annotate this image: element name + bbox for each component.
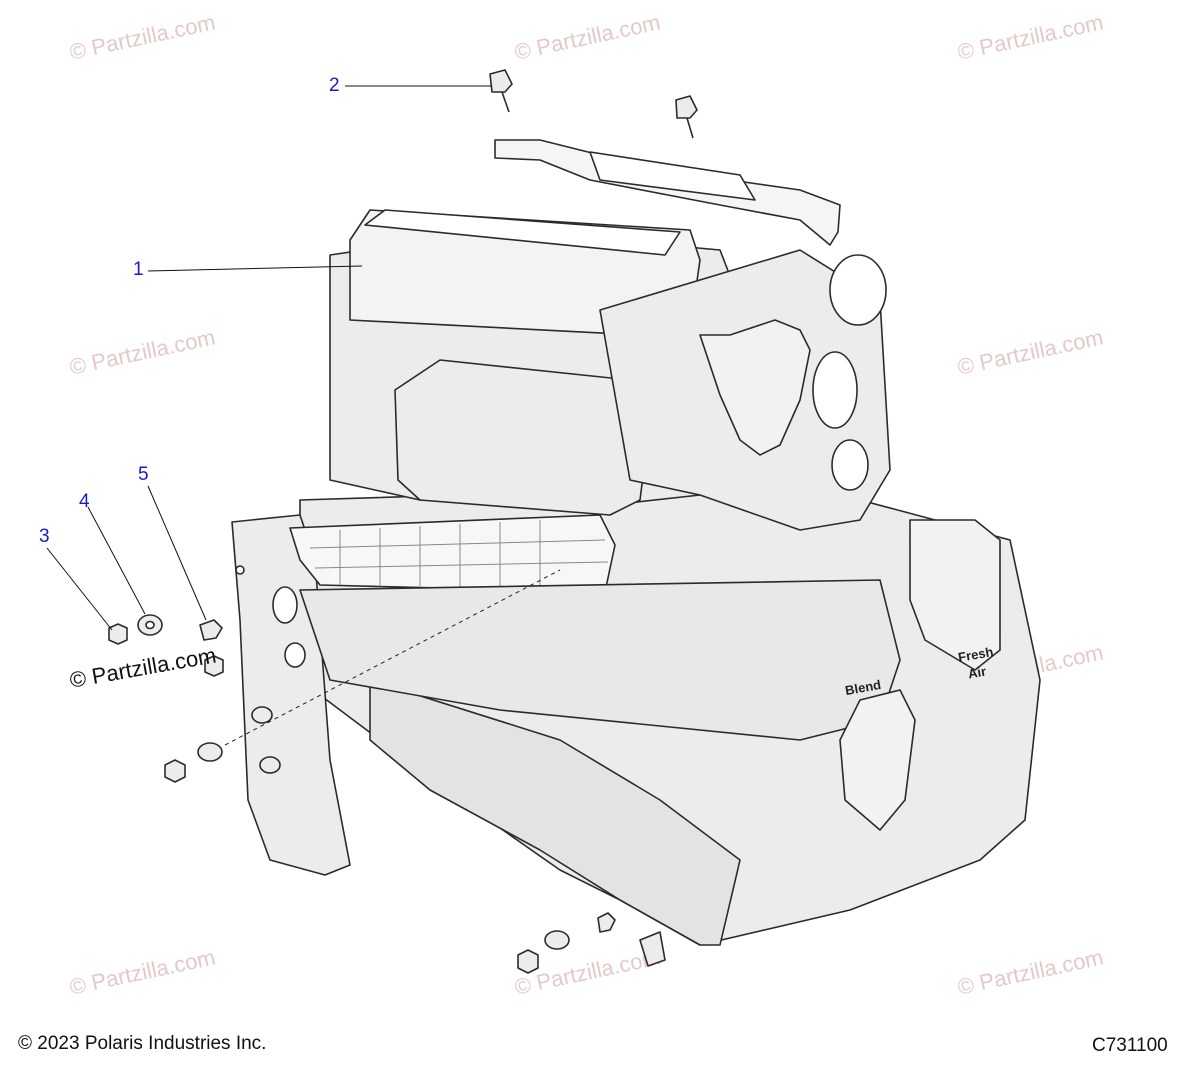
nut-3 bbox=[108, 623, 128, 645]
callout-5[interactable]: 5 bbox=[138, 464, 149, 485]
air-label: Air bbox=[966, 663, 988, 682]
mid-duct bbox=[394, 359, 651, 516]
copyright-text: © 2023 Polaris Industries Inc. bbox=[18, 1033, 267, 1054]
callout-2[interactable]: 2 bbox=[329, 75, 340, 96]
stud-5 bbox=[199, 619, 223, 641]
grille bbox=[289, 514, 616, 593]
drum bbox=[299, 579, 901, 741]
lower-tray bbox=[369, 679, 741, 946]
callout-4[interactable]: 4 bbox=[79, 491, 90, 512]
actuator-top bbox=[699, 319, 811, 456]
actuator-right bbox=[909, 519, 1001, 671]
actuator-blend bbox=[839, 689, 916, 831]
diagram-code: C731100 bbox=[1092, 1035, 1168, 1056]
callout-3[interactable]: 3 bbox=[39, 526, 50, 547]
callout-1[interactable]: 1 bbox=[133, 259, 144, 280]
